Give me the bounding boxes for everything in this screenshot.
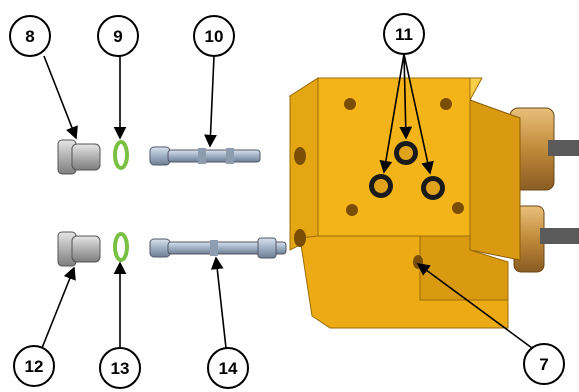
leader-arrow-icon — [43, 55, 78, 140]
callout-10: 10 — [193, 15, 235, 57]
brass-fitting-upper — [509, 107, 579, 191]
leader-arrow-icon — [399, 53, 413, 140]
callout-label: 10 — [205, 27, 224, 46]
callout-13: 13 — [99, 347, 141, 389]
callout-12: 12 — [13, 345, 55, 387]
leader-arrow-icon — [403, 53, 434, 175]
leader-arrow-icon — [210, 256, 227, 349]
callout-label: 14 — [219, 359, 238, 378]
callout-label: 7 — [539, 355, 548, 374]
brass-fitting-lower — [513, 205, 579, 273]
plug-8 — [57, 139, 101, 175]
o-ring-9 — [113, 140, 129, 170]
callout-label: 13 — [111, 359, 130, 378]
bolt-10 — [149, 146, 261, 166]
callout-11: 11 — [383, 13, 425, 55]
plug-12 — [57, 231, 101, 267]
callout-label: 8 — [25, 27, 34, 46]
port-plug-right — [421, 176, 445, 200]
leader-lines — [41, 53, 533, 349]
leader-arrow-icon — [41, 266, 76, 349]
leader-arrow-icon — [204, 55, 217, 148]
o-ring-13 — [113, 232, 129, 262]
callout-label: 12 — [25, 357, 44, 376]
port-plug-left — [369, 174, 393, 198]
callout-label: 11 — [395, 25, 413, 44]
callout-label: 9 — [113, 27, 122, 46]
leader-arrow-icon — [416, 263, 533, 349]
leader-arrow-icon — [379, 53, 405, 174]
callout-14: 14 — [207, 347, 249, 389]
bolt-14 — [149, 237, 287, 259]
callout-8: 8 — [9, 15, 51, 57]
callout-7: 7 — [523, 343, 565, 385]
port-plug-top — [394, 141, 418, 165]
valve-housing — [288, 77, 579, 329]
callout-9: 9 — [97, 15, 139, 57]
